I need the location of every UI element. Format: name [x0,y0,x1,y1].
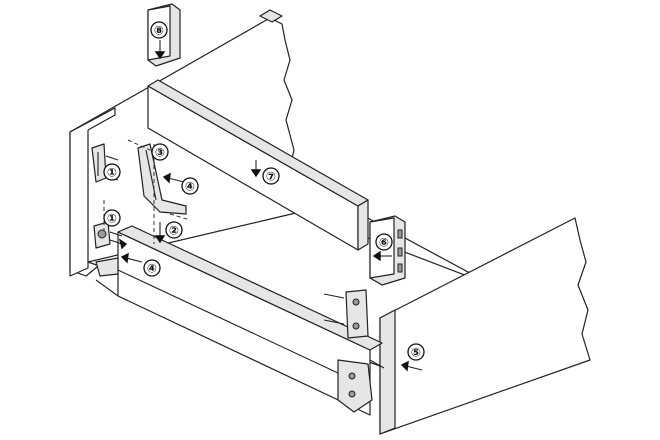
svg-text:②: ② [169,224,179,238]
svg-text:⑧: ⑧ [154,24,164,38]
cabinet-left-panel [69,107,116,277]
step-label-4-upper: ④ [181,177,199,195]
step-label-1-upper: ① [103,163,121,181]
svg-text:①: ① [107,212,117,226]
drawer-back-board [147,79,369,251]
rear-bracket-right [369,215,406,286]
drawer-side-profile [95,225,383,416]
side-mount-plate [323,289,369,339]
svg-text:③: ③ [155,146,165,160]
step-label-4-lower: ④ [143,259,161,277]
step-label-2: ② [165,221,183,239]
step-label-3: ③ [151,143,169,161]
step-label-8: ⑧ [150,21,168,39]
svg-text:④: ④ [147,262,157,276]
step-label-5: ⑤ [407,343,425,361]
svg-text:⑥: ⑥ [379,236,389,250]
front-fixing-bracket [337,359,385,413]
svg-text:④: ④ [185,180,195,194]
svg-text:⑤: ⑤ [411,346,421,360]
step-label-7: ⑦ [262,167,280,185]
step-label-6: ⑥ [375,233,393,251]
cabinet-right-panel [379,217,591,435]
runner-clip-lower [93,221,123,249]
svg-text:⑦: ⑦ [266,170,276,184]
svg-text:①: ① [107,166,117,180]
step-label-1-lower: ① [103,209,121,227]
